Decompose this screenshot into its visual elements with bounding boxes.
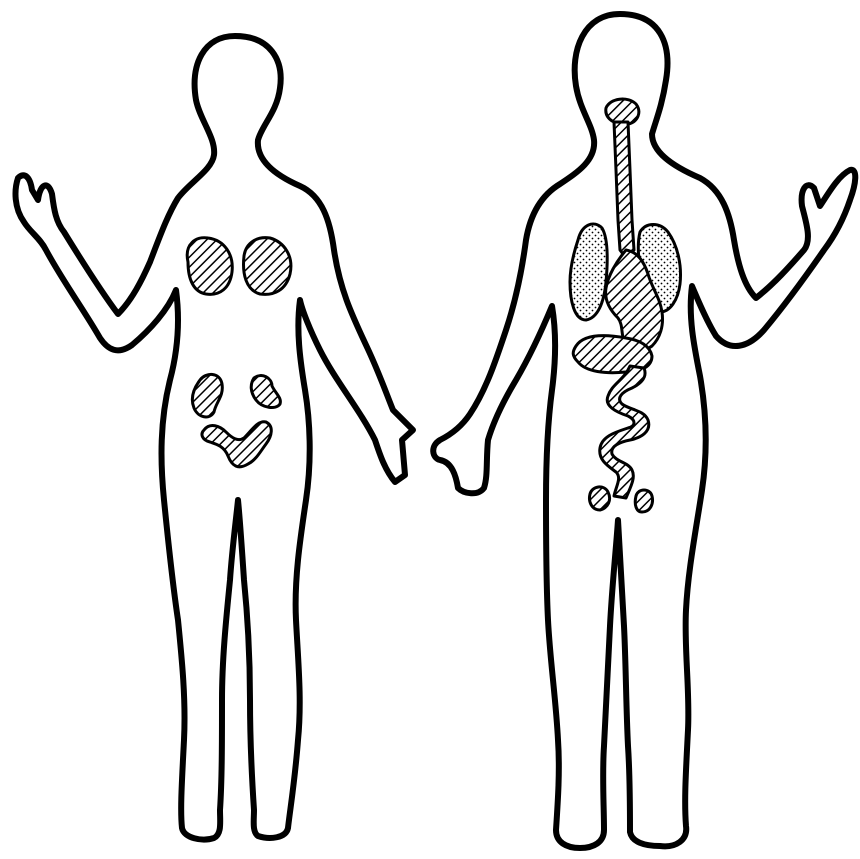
left-figure — [16, 36, 413, 840]
right-breast — [244, 238, 291, 295]
left-testis — [589, 487, 609, 510]
left-breast — [187, 238, 232, 295]
right-figure — [433, 14, 855, 848]
right-testis — [635, 490, 652, 512]
